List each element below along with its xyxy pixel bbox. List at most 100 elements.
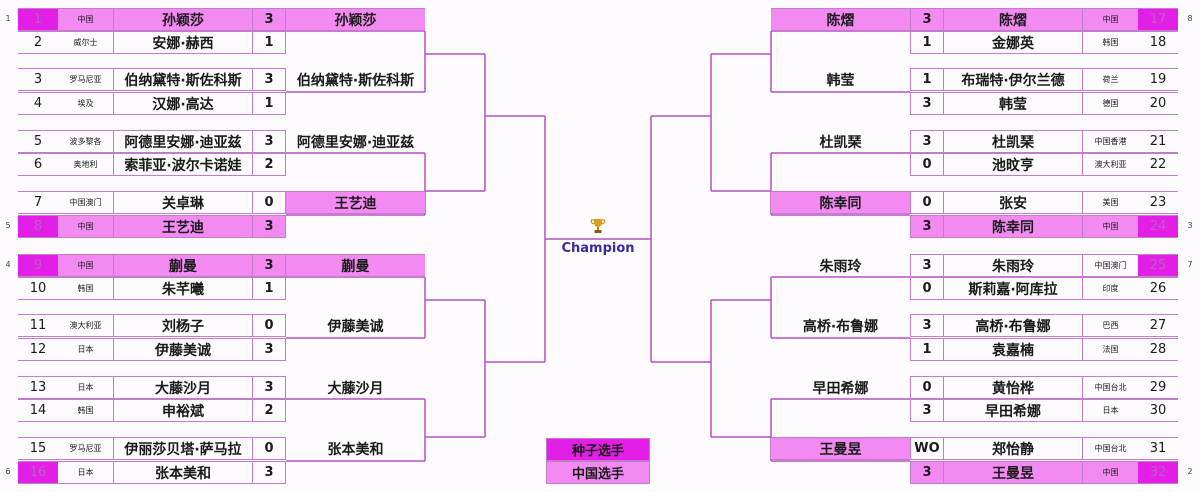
player-number: 27 <box>1138 314 1178 337</box>
player-name: 申裕斌 <box>113 399 253 422</box>
seed-rank-label: 5 <box>5 221 11 230</box>
player-number: 20 <box>1138 92 1178 115</box>
player-country: 德国 <box>1083 92 1138 115</box>
player-number: 23 <box>1138 191 1178 214</box>
round2-winner: 伊藤美诚 <box>327 318 384 335</box>
seed-rank-label: 1 <box>5 14 11 23</box>
player-country: 澳大利亚 <box>58 314 113 337</box>
match-score: 3 <box>253 8 286 31</box>
player-number: 5 <box>18 130 58 153</box>
player-name: 郑怡静 <box>943 437 1083 460</box>
player-name: 池旼亨 <box>943 153 1083 176</box>
match-score: 0 <box>910 376 943 399</box>
player-country: 中国 <box>1083 8 1138 31</box>
match-score: 0 <box>253 191 286 214</box>
player-name: 布瑞特·伊尔兰德 <box>943 68 1083 91</box>
player-name: 王艺迪 <box>113 215 253 238</box>
player-country: 日本 <box>58 461 113 484</box>
round2-winner: 张本美和 <box>327 441 384 458</box>
match-score: 3 <box>910 215 943 238</box>
round2-winner: 阿德里安娜·迪亚兹 <box>296 134 415 151</box>
player-country: 罗马尼亚 <box>58 68 113 91</box>
seed-rank-label: 3 <box>1187 221 1193 230</box>
player-number: 7 <box>18 191 58 214</box>
player-country: 中国 <box>1083 461 1138 484</box>
match-score: 0 <box>253 437 286 460</box>
round2-winner: 杜凯琹 <box>819 134 862 151</box>
player-name: 杜凯琹 <box>943 130 1083 153</box>
seed-rank-label: 2 <box>1187 467 1193 476</box>
player-name: 张本美和 <box>113 461 253 484</box>
match-score: 3 <box>253 254 286 277</box>
match-score: 0 <box>910 191 943 214</box>
player-number: 1 <box>18 8 58 31</box>
player-name: 孙颖莎 <box>113 8 253 31</box>
player-country: 威尔士 <box>58 31 113 54</box>
player-country: 罗马尼亚 <box>58 437 113 460</box>
player-name: 伊藤美诚 <box>113 338 253 361</box>
player-name: 大藤沙月 <box>113 376 253 399</box>
player-name: 朱雨玲 <box>943 254 1083 277</box>
match-score: WO <box>910 437 943 460</box>
player-number: 17 <box>1138 8 1178 31</box>
player-name: 韩莹 <box>943 92 1083 115</box>
round2-winner: 陈幸同 <box>771 191 910 214</box>
match-score: 1 <box>910 31 943 54</box>
player-name: 斯莉嘉·阿库拉 <box>943 277 1083 300</box>
player-country: 中国 <box>1083 215 1138 238</box>
player-country: 奥地利 <box>58 153 113 176</box>
match-score: 3 <box>253 130 286 153</box>
player-name: 张安 <box>943 191 1083 214</box>
player-country: 荷兰 <box>1083 68 1138 91</box>
match-score: 2 <box>253 399 286 422</box>
seed-rank-label: 6 <box>5 467 11 476</box>
seed-rank-label: 8 <box>1187 14 1193 23</box>
match-score: 1 <box>253 277 286 300</box>
round2-winner: 王曼昱 <box>771 437 910 460</box>
player-name: 陈熠 <box>943 8 1083 31</box>
player-name: 蒯曼 <box>113 254 253 277</box>
match-score: 3 <box>910 399 943 422</box>
player-country: 中国 <box>58 8 113 31</box>
player-name: 黄怡桦 <box>943 376 1083 399</box>
round2-winner: 早田希娜 <box>812 380 869 397</box>
match-score: 3 <box>910 92 943 115</box>
player-number: 12 <box>18 338 58 361</box>
player-country: 埃及 <box>58 92 113 115</box>
player-number: 16 <box>18 461 58 484</box>
player-name: 陈幸同 <box>943 215 1083 238</box>
player-country: 中国澳门 <box>58 191 113 214</box>
match-score: 3 <box>910 130 943 153</box>
player-number: 26 <box>1138 277 1178 300</box>
player-number: 9 <box>18 254 58 277</box>
player-country: 韩国 <box>58 399 113 422</box>
player-number: 14 <box>18 399 58 422</box>
round2-winner: 孙颖莎 <box>286 8 425 31</box>
player-number: 22 <box>1138 153 1178 176</box>
match-score: 3 <box>253 215 286 238</box>
player-number: 15 <box>18 437 58 460</box>
player-country: 日本 <box>58 376 113 399</box>
seed-rank-label: 7 <box>1187 260 1193 269</box>
player-country: 澳大利亚 <box>1083 153 1138 176</box>
trophy-icon <box>590 219 606 233</box>
player-name: 关卓琳 <box>113 191 253 214</box>
seed-rank-label: 4 <box>5 260 11 269</box>
match-score: 3 <box>910 254 943 277</box>
player-number: 31 <box>1138 437 1178 460</box>
player-number: 30 <box>1138 399 1178 422</box>
match-score: 3 <box>910 314 943 337</box>
player-number: 32 <box>1138 461 1178 484</box>
player-number: 28 <box>1138 338 1178 361</box>
player-name: 伯纳黛特·斯佐科斯 <box>113 68 253 91</box>
match-score: 1 <box>253 31 286 54</box>
player-country: 印度 <box>1083 277 1138 300</box>
match-score: 0 <box>910 277 943 300</box>
player-name: 早田希娜 <box>943 399 1083 422</box>
player-number: 3 <box>18 68 58 91</box>
legend-seed: 种子选手 <box>546 438 650 461</box>
player-name: 刘杨子 <box>113 314 253 337</box>
player-number: 21 <box>1138 130 1178 153</box>
match-score: 3 <box>253 461 286 484</box>
